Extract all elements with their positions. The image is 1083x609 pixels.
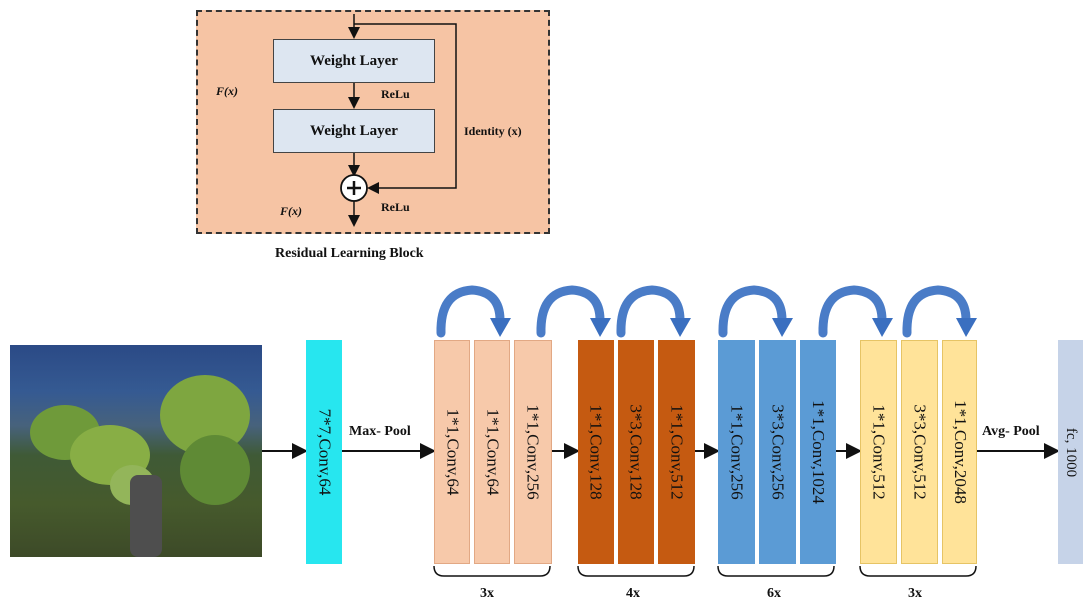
stage2-layer-2: 3*3,Conv,128	[618, 340, 654, 564]
weight-layer-1: Weight Layer	[273, 39, 435, 83]
stage1-layer-2-label: 1*1,Conv,64	[483, 408, 502, 496]
stage2-layer-1: 1*1,Conv,128	[578, 340, 614, 564]
residual-block: Weight Layer Weight Layer ReLu ReLu F(x)…	[196, 10, 550, 234]
stage1-layer-3: 1*1,Conv,256	[514, 340, 552, 564]
stage3-layer-1: 1*1,Conv,256	[718, 340, 755, 564]
stage1-layer-1-label: 1*1,Conv,64	[443, 408, 462, 496]
fc-label: fc, 1000	[1063, 427, 1079, 477]
avg-pool-label: Avg- Pool	[982, 424, 1040, 439]
stage3-layer-2: 3*3,Conv,256	[759, 340, 796, 564]
stage3-repeat: 6x	[767, 586, 781, 601]
stage2-layer-3-label: 1*1,Conv,512	[667, 404, 687, 500]
relu-label-2: ReLu	[381, 200, 410, 214]
conv-7x7-layer: 7*7,Conv,64	[306, 340, 342, 564]
stage4-layer-1-label: 1*1,Conv,512	[869, 404, 889, 500]
stage3-layer-3: 1*1,Conv,1024	[800, 340, 836, 564]
stage4-layer-3-label: 1*1,Conv,2048	[950, 400, 970, 504]
stage4-layer-1: 1*1,Conv,512	[860, 340, 897, 564]
stage2-layer-1-label: 1*1,Conv,128	[587, 404, 606, 500]
stage1-layer-2: 1*1,Conv,64	[474, 340, 510, 564]
stage1-repeat: 3x	[480, 586, 494, 601]
stage1-layer-3-label: 1*1,Conv,256	[524, 404, 543, 500]
residual-arrows	[340, 14, 457, 227]
fx-label-left: F(x)	[216, 84, 238, 98]
stage1-layer-1: 1*1,Conv,64	[434, 340, 470, 564]
stage4-repeat: 3x	[908, 586, 922, 601]
stage4-layer-2-label: 3*3,Conv,512	[910, 404, 930, 500]
stage3-layer-1-label: 1*1,Conv,256	[727, 404, 747, 500]
stage3-layer-2-label: 3*3,Conv,256	[768, 404, 788, 500]
stage2-layer-2-label: 3*3,Conv,128	[627, 404, 646, 500]
identity-label: Identity (x)	[464, 124, 522, 138]
stage3-layer-3-label: 1*1,Conv,1024	[809, 400, 828, 504]
stage2-repeat: 4x	[626, 586, 640, 601]
fc-layer: fc, 1000	[1058, 340, 1083, 564]
stage2-layer-3: 1*1,Conv,512	[658, 340, 695, 564]
fx-label-bottom: F(x)	[280, 204, 302, 218]
relu-label-1: ReLu	[381, 87, 410, 101]
input-image	[10, 345, 262, 557]
weight-layer-2: Weight Layer	[273, 109, 435, 153]
residual-block-caption: Residual Learning Block	[275, 246, 424, 261]
stage4-layer-3: 1*1,Conv,2048	[942, 340, 977, 564]
max-pool-label: Max- Pool	[349, 424, 411, 439]
identity-skip-arrow	[354, 23, 457, 194]
stage4-layer-2: 3*3,Conv,512	[901, 340, 938, 564]
conv-7x7-label: 7*7,Conv,64	[315, 408, 334, 496]
